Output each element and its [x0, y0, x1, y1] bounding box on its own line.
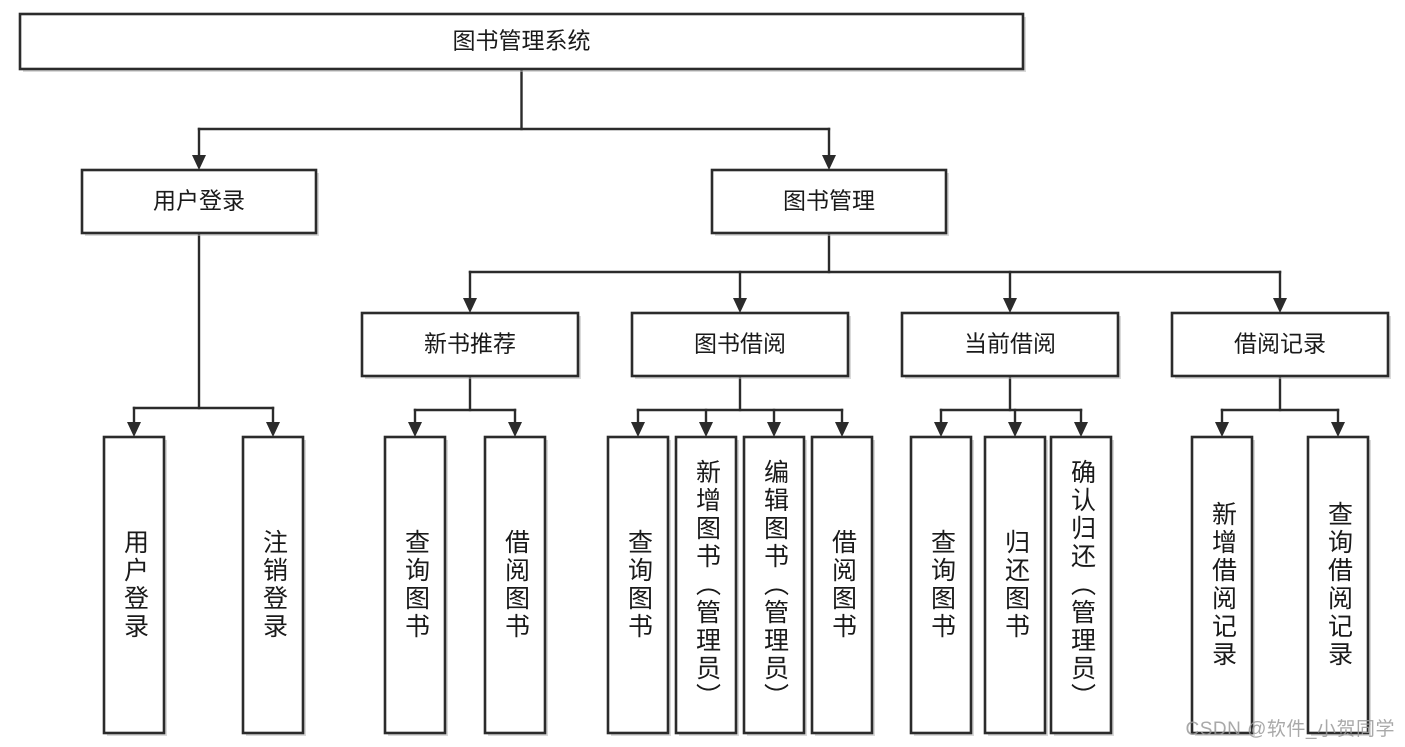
watermark-text: CSDN @软件_小贺同学: [1185, 719, 1395, 740]
node-root-label: 图书管理系统: [453, 28, 591, 54]
edge-arrow-icon: [508, 422, 522, 437]
edge-arrow-icon: [733, 298, 747, 313]
node-current-borrow-label: 当前借阅: [964, 331, 1056, 357]
node-box-layer: [18, 12, 1391, 736]
node-user-login-label: 用户登录: [153, 188, 245, 214]
edge-arrow-icon: [408, 422, 422, 437]
node-book-borrow-label: 图书借阅: [694, 331, 786, 357]
edge-arrow-icon: [1273, 298, 1287, 313]
node-leaf-add-book-box[interactable]: [674, 435, 738, 735]
edge-arrow-icon: [192, 155, 206, 170]
edge-arrow-icon: [127, 422, 141, 437]
node-borrow-record-box[interactable]: [1170, 311, 1390, 378]
edge-arrow-icon: [1215, 422, 1229, 437]
node-book-manage-label: 图书管理: [783, 188, 875, 214]
edge-arrow-icon: [1331, 422, 1345, 437]
node-leaf-return-book-box[interactable]: [983, 435, 1047, 735]
node-book-borrow-box[interactable]: [630, 311, 850, 378]
node-root-box[interactable]: [18, 12, 1025, 71]
edge-arrow-icon: [631, 422, 645, 437]
edge-arrow-icon: [767, 422, 781, 437]
edge-arrow-icon: [1003, 298, 1017, 313]
edge-arrow-icon: [822, 155, 836, 170]
node-user-login-box[interactable]: [80, 168, 318, 235]
node-current-borrow-box[interactable]: [900, 311, 1120, 378]
node-leaf-query-book-bb-box[interactable]: [606, 435, 670, 735]
edge-arrow-icon: [1008, 422, 1022, 437]
node-leaf-edit-book-box[interactable]: [742, 435, 806, 735]
node-borrow-record-label: 借阅记录: [1234, 331, 1326, 357]
node-leaf-query-book-nr-box[interactable]: [383, 435, 447, 735]
edge-arrow-icon: [699, 422, 713, 437]
node-leaf-query-record-box[interactable]: [1306, 435, 1370, 735]
node-leaf-borrow-book-nr-box[interactable]: [483, 435, 547, 735]
edge-arrow-icon: [266, 422, 280, 437]
node-new-book-recommend-box[interactable]: [360, 311, 580, 378]
edge-arrow-icon: [934, 422, 948, 437]
node-book-manage-box[interactable]: [710, 168, 948, 235]
node-leaf-borrow-book-bb-box[interactable]: [810, 435, 874, 735]
node-leaf-user-login-box[interactable]: [102, 435, 166, 735]
edge-arrow-icon: [835, 422, 849, 437]
node-leaf-confirm-return-box[interactable]: [1049, 435, 1113, 735]
node-new-book-recommend-label: 新书推荐: [424, 331, 516, 357]
edge-arrow-icon: [1074, 422, 1088, 437]
node-leaf-add-record-box[interactable]: [1190, 435, 1254, 735]
node-leaf-query-book-cb-box[interactable]: [909, 435, 973, 735]
node-leaf-logout-box[interactable]: [241, 435, 305, 735]
edge-layer: [127, 67, 1345, 437]
edge-arrow-icon: [463, 298, 477, 313]
